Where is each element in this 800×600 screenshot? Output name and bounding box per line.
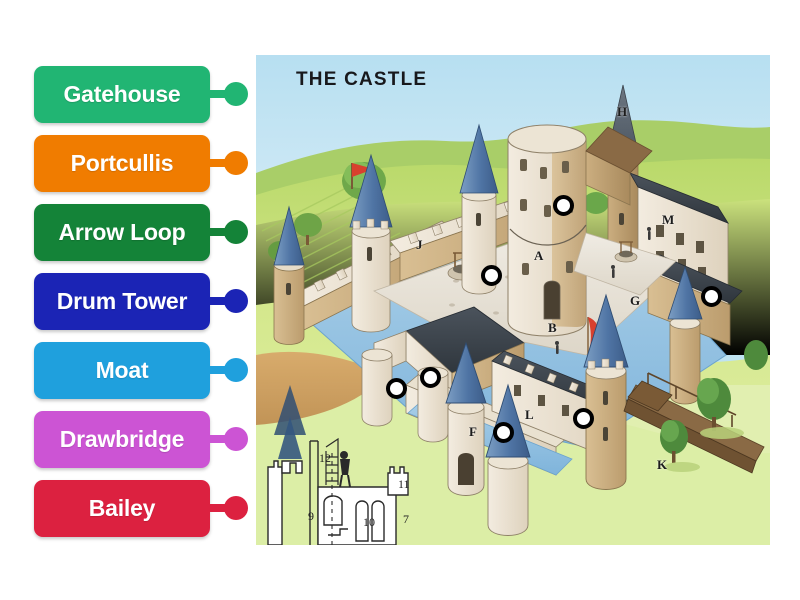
label-connector-portcullis	[204, 151, 248, 175]
inset-number-10: 10	[363, 515, 375, 529]
connector-stem-gatehouse	[204, 90, 226, 98]
label-list: Gatehouse Portcullis Arrow Loop	[34, 65, 250, 541]
connector-dot-portcullis[interactable]	[224, 151, 248, 175]
label-text-bailey: Bailey	[88, 494, 156, 521]
map-letter-a: A	[534, 248, 544, 263]
label-text-gatehouse: Gatehouse	[63, 80, 181, 107]
label-pill-drawbridge[interactable]: Drawbridge	[34, 410, 210, 468]
connector-stem-arrow-loop	[204, 228, 226, 236]
drop-target-marker-1[interactable]	[553, 195, 574, 216]
connector-dot-bailey[interactable]	[224, 496, 248, 520]
label-connector-moat	[204, 358, 248, 382]
connector-dot-arrow-loop[interactable]	[224, 220, 248, 244]
connector-stem-drum-tower	[204, 297, 226, 305]
map-letter-j: J	[416, 237, 423, 252]
inset-number-11: 11	[398, 477, 410, 491]
label-connector-drawbridge	[204, 427, 248, 451]
label-pill-arrow-loop[interactable]: Arrow Loop	[34, 203, 210, 261]
label-item-gatehouse[interactable]: Gatehouse	[34, 65, 250, 123]
map-letter-b: B	[548, 320, 557, 335]
drop-target-marker-5[interactable]	[420, 367, 441, 388]
castle-title: THE CASTLE	[296, 69, 428, 90]
label-text-portcullis: Portcullis	[70, 149, 174, 176]
connector-dot-gatehouse[interactable]	[224, 82, 248, 106]
label-item-moat[interactable]: Moat	[34, 341, 250, 399]
castle-diagram-image[interactable]: THE CASTLE A B F G H J K L M 12 11 9 10 …	[256, 55, 770, 545]
drop-target-marker-3[interactable]	[701, 286, 722, 307]
connector-dot-drawbridge[interactable]	[224, 427, 248, 451]
drop-target-marker-2[interactable]	[481, 265, 502, 286]
connector-dot-moat[interactable]	[224, 358, 248, 382]
label-item-bailey[interactable]: Bailey	[34, 479, 250, 537]
label-pill-portcullis[interactable]: Portcullis	[34, 134, 210, 192]
label-connector-gatehouse	[204, 82, 248, 106]
connector-stem-moat	[204, 366, 226, 374]
label-pill-gatehouse[interactable]: Gatehouse	[34, 65, 210, 123]
drop-target-marker-6[interactable]	[493, 422, 514, 443]
label-connector-arrow-loop	[204, 220, 248, 244]
connector-stem-portcullis	[204, 159, 226, 167]
label-pill-moat[interactable]: Moat	[34, 341, 210, 399]
castle-illustration	[256, 55, 770, 545]
drop-target-marker-7[interactable]	[573, 408, 594, 429]
connector-stem-drawbridge	[204, 435, 226, 443]
map-letter-g: G	[630, 293, 641, 308]
label-item-drum-tower[interactable]: Drum Tower	[34, 272, 250, 330]
label-item-drawbridge[interactable]: Drawbridge	[34, 410, 250, 468]
inset-number-7: 7	[403, 512, 409, 526]
label-pill-bailey[interactable]: Bailey	[34, 479, 210, 537]
label-text-moat: Moat	[95, 356, 149, 383]
label-text-drum-tower: Drum Tower	[56, 287, 188, 314]
map-letter-f: F	[469, 424, 477, 439]
connector-stem-bailey	[204, 504, 226, 512]
map-letter-k: K	[657, 457, 668, 472]
label-pill-drum-tower[interactable]: Drum Tower	[34, 272, 210, 330]
map-letter-m: M	[662, 212, 675, 227]
map-letter-h: H	[617, 104, 628, 119]
drop-target-marker-4[interactable]	[386, 378, 407, 399]
label-item-arrow-loop[interactable]: Arrow Loop	[34, 203, 250, 261]
inset-number-9: 9	[308, 509, 314, 523]
label-text-drawbridge: Drawbridge	[59, 425, 185, 452]
map-letter-l: L	[525, 407, 534, 422]
label-connector-bailey	[204, 496, 248, 520]
connector-dot-drum-tower[interactable]	[224, 289, 248, 313]
label-text-arrow-loop: Arrow Loop	[58, 218, 186, 245]
label-connector-drum-tower	[204, 289, 248, 313]
inset-number-12: 12	[319, 451, 331, 465]
label-item-portcullis[interactable]: Portcullis	[34, 134, 250, 192]
